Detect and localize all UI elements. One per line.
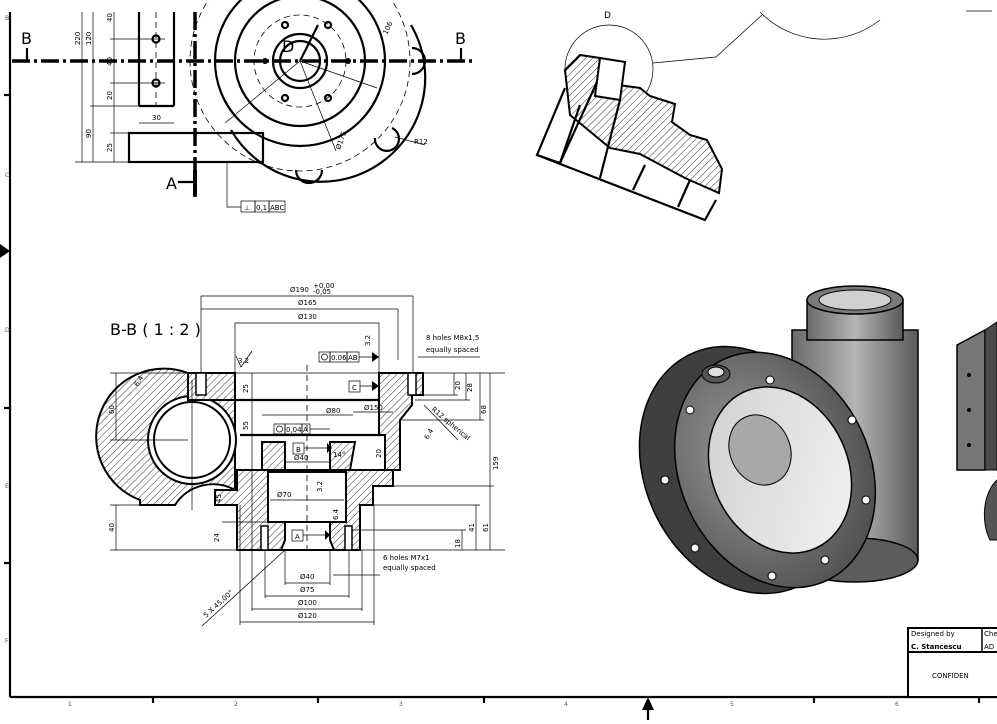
row-letter: C: [5, 172, 9, 179]
dim-68: 68: [480, 405, 488, 414]
col-number: 4: [564, 701, 568, 708]
dim-dia75: Ø75: [300, 586, 314, 594]
checked-label: Che: [984, 630, 997, 638]
dim-41: 41: [468, 523, 476, 532]
roughness: 3.2: [238, 357, 249, 365]
roughness: 3.2: [316, 481, 324, 492]
dim-25: 25: [242, 384, 250, 393]
roughness: 3.2: [364, 335, 372, 346]
dim-dia70: Ø70: [277, 491, 291, 499]
col-number: 6: [895, 701, 899, 708]
datum-c: C: [352, 384, 357, 392]
dim-45: 45: [215, 494, 223, 503]
row-letter: E: [5, 483, 9, 490]
bolt-holes: [262, 20, 351, 103]
dim-dia190: Ø190: [290, 286, 309, 294]
center-mark-left-icon: [0, 244, 10, 258]
roughness: 6.4: [423, 427, 436, 441]
holes-note: equally spaced: [383, 564, 436, 572]
dim-r12: R12: [414, 138, 428, 146]
dim-40: 40: [106, 57, 114, 66]
gdt-datums: ABC: [270, 204, 284, 212]
dim-28: 28: [466, 383, 474, 392]
tol-lower: -0,05: [313, 288, 331, 296]
dim-dia120: Ø120: [298, 612, 317, 620]
gdt-tolerance: 0.06: [331, 354, 347, 362]
angle: 14°: [333, 451, 345, 459]
dim-159: 159: [492, 457, 500, 470]
row-letter: D: [5, 327, 10, 334]
dim-40: 40: [106, 13, 114, 22]
confidential-label: CONFIDEN: [932, 672, 969, 680]
radius-note: R12 spherical: [430, 405, 472, 442]
dim-55: 55: [242, 421, 250, 430]
dim-dia150: Ø150: [364, 404, 383, 412]
section-title: B-B ( 1 : 2 ): [110, 320, 201, 339]
sheet-border: B C D E F 1 2 3 4 5 6: [0, 12, 997, 720]
dim-dia130: Ø130: [298, 313, 317, 321]
perpendicular-icon: ⊥: [244, 204, 250, 212]
dim-20: 20: [454, 381, 462, 390]
dim-120: 120: [85, 32, 93, 45]
holes-note: 8 holes M8x1,5: [426, 334, 479, 342]
dim-dia40: Ø40: [300, 573, 314, 581]
dim-40: 40: [108, 523, 116, 532]
holes-note: equally spaced: [426, 346, 479, 354]
datum-a-view: A: [166, 174, 177, 193]
checker-name: AD: [984, 643, 994, 651]
dim-25: 25: [106, 143, 114, 152]
section-mark: B: [21, 29, 32, 48]
holes-note: 6 holes M7x1: [383, 554, 430, 562]
designed-by-label: Designed by: [911, 630, 955, 638]
row-letter: B: [5, 15, 9, 22]
dim-220: 220: [74, 32, 82, 45]
section-mark: B: [455, 29, 466, 48]
datum-a: A: [295, 533, 300, 541]
section-bb: B-B ( 1 : 2 ) Ø190 +0,00 -0,05 Ø165: [95, 282, 505, 627]
col-number: 3: [399, 701, 403, 708]
dim-90: 90: [85, 129, 93, 138]
col-number: 1: [68, 701, 72, 708]
dim-dia100: Ø100: [298, 599, 317, 607]
detail-marker: D: [282, 37, 294, 56]
gdt-tolerance: 0,1: [256, 204, 267, 212]
col-number: 5: [730, 701, 734, 708]
title-block: Designed by C. Stancescu Che AD CONFIDEN: [907, 627, 997, 698]
gdt-datums: A: [303, 426, 308, 434]
gdt-datums: AB: [348, 354, 358, 362]
col-number: 2: [234, 701, 238, 708]
gdt-tolerance: 0,04: [286, 426, 302, 434]
designer-name: C. Stancescu: [911, 643, 962, 651]
dim-106: 106: [382, 20, 395, 36]
gdt-perpendicularity: ⊥ 0,1 ABC: [240, 200, 286, 213]
dim-30: 30: [152, 114, 161, 122]
dim-dia80: Ø80: [326, 407, 340, 415]
detail-view: D: [535, 10, 992, 222]
detail-label: D: [604, 11, 611, 21]
isometric-render: [638, 285, 997, 595]
top-view: B B D Ø175 1: [12, 0, 475, 213]
row-letter: F: [5, 638, 9, 645]
tol-upper: +0,00: [313, 282, 334, 290]
dim-175: Ø175: [334, 130, 348, 150]
dim-dia40: Ø40: [294, 454, 308, 462]
dim-18: 18: [454, 539, 462, 548]
dim-60: 60: [108, 405, 116, 414]
dim-24: 24: [213, 533, 221, 542]
dim-20: 20: [375, 449, 383, 458]
dim-20: 20: [106, 91, 114, 100]
dim-dia165: Ø165: [298, 299, 317, 307]
dim-61: 61: [482, 523, 490, 532]
roughness: 6.4: [332, 508, 340, 520]
gdt-concentricity-1: 0.06 AB: [318, 351, 379, 363]
chamfer-note: 5 X 45,00°: [202, 589, 235, 620]
datum-b: B: [296, 446, 301, 454]
gdt-concentricity-2: 0,04 A: [273, 423, 330, 435]
